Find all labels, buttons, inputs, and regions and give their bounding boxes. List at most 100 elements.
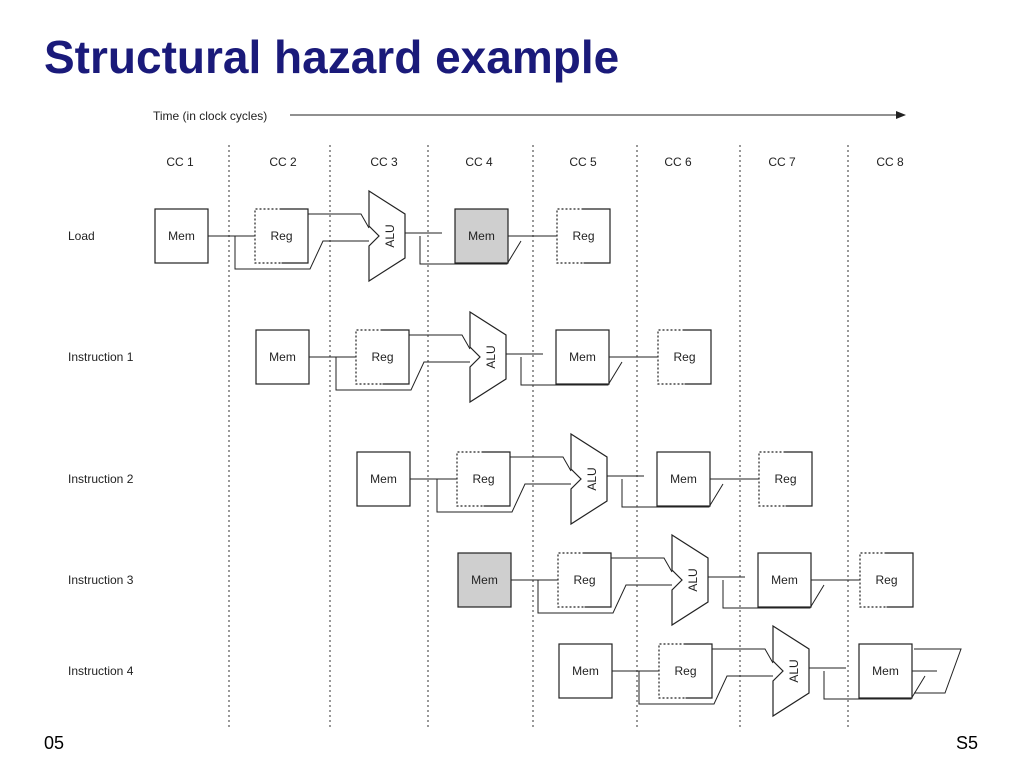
register-unit-label: Reg	[674, 664, 696, 678]
register-read-half	[684, 329, 712, 385]
alu-unit	[570, 432, 608, 526]
clock-cycle-label: CC 2	[269, 155, 297, 169]
datapath-wire	[419, 236, 522, 265]
footer-left-text: 05	[44, 733, 65, 753]
memory-unit-label: Mem	[572, 664, 599, 678]
memory-unit	[255, 329, 310, 385]
memory-unit-label: Mem	[670, 472, 697, 486]
alu-unit-label: ALU	[686, 568, 700, 591]
alu-unit	[772, 624, 810, 718]
memory-unit	[454, 208, 509, 264]
register-write-half	[254, 208, 282, 264]
register-unit-label: Reg	[472, 472, 494, 486]
datapath-wire	[436, 479, 571, 513]
alu-unit-label: ALU	[484, 345, 498, 368]
clock-cycle-label: CC 5	[569, 155, 597, 169]
register-unit	[557, 209, 610, 263]
datapath-wire	[537, 580, 672, 614]
slide-title: Structural hazard example	[44, 31, 620, 83]
clock-cycle-label: CC 7	[768, 155, 796, 169]
alu-unit	[671, 533, 709, 627]
clock-cycle-label: CC 3	[370, 155, 398, 169]
datapath-wire	[712, 648, 774, 664]
clock-cycle-label: CC 1	[166, 155, 194, 169]
instruction-row: Instruction 2 Mem Reg ALU Mem Reg	[68, 432, 813, 526]
instruction-label: Load	[68, 229, 95, 243]
memory-unit-label: Mem	[168, 229, 195, 243]
register-unit-label: Reg	[774, 472, 796, 486]
time-axis-label: Time (in clock cycles)	[153, 109, 267, 123]
instruction-row: Instruction 1 Mem Reg ALU Mem Reg	[68, 310, 712, 404]
register-unit-label: Reg	[270, 229, 292, 243]
memory-unit	[656, 451, 711, 507]
register-unit-label: Reg	[673, 350, 695, 364]
register-write-half	[456, 451, 484, 507]
register-read-half	[382, 329, 410, 385]
register-unit	[255, 209, 308, 263]
datapath-wire	[409, 334, 471, 350]
memory-unit	[555, 329, 610, 385]
datapath-wire	[823, 671, 926, 700]
clock-cycle-label: CC 4	[465, 155, 493, 169]
datapath-wire	[308, 213, 370, 229]
register-write-half	[758, 451, 786, 507]
register-unit-label: Reg	[371, 350, 393, 364]
instruction-row: Load Mem Reg ALU Mem Reg	[68, 189, 611, 283]
instruction-label: Instruction 1	[68, 350, 134, 364]
datapath-wire	[722, 580, 825, 609]
register-read-half	[281, 208, 309, 264]
memory-unit	[154, 208, 209, 264]
slide-number: S5	[955, 733, 978, 753]
datapath-wire	[510, 456, 572, 472]
alu-unit-label: ALU	[787, 659, 801, 682]
register-write-half	[859, 552, 887, 608]
instruction-label: Instruction 2	[68, 472, 134, 486]
memory-unit-label: Mem	[468, 229, 495, 243]
memory-unit-label: Mem	[569, 350, 596, 364]
datapath-wire	[520, 357, 623, 386]
register-unit-label: Reg	[875, 573, 897, 587]
memory-unit-label: Mem	[471, 573, 498, 587]
memory-unit	[858, 643, 913, 699]
register-write-half	[657, 329, 685, 385]
register-unit	[658, 330, 711, 384]
memory-unit-label: Mem	[771, 573, 798, 587]
instruction-row: Instruction 3 Mem Reg ALU Mem Reg	[68, 533, 914, 627]
register-unit	[558, 553, 611, 607]
register-unit-label: Reg	[572, 229, 594, 243]
register-read-half	[785, 451, 813, 507]
instruction-label: Instruction 4	[68, 664, 134, 678]
datapath-wire	[234, 236, 369, 270]
register-write-half	[557, 552, 585, 608]
register-unit	[457, 452, 510, 506]
memory-unit-label: Mem	[269, 350, 296, 364]
register-read-half	[583, 208, 611, 264]
memory-unit	[356, 451, 411, 507]
alu-unit-label: ALU	[585, 467, 599, 490]
datapath-wire	[621, 479, 724, 508]
register-write-half	[355, 329, 383, 385]
alu-unit-label: ALU	[383, 224, 397, 247]
memory-unit-label: Mem	[370, 472, 397, 486]
datapath-wire	[611, 557, 673, 573]
register-write-half	[556, 208, 584, 264]
register-unit	[759, 452, 812, 506]
alu-unit	[469, 310, 507, 404]
memory-unit	[558, 643, 613, 699]
instruction-label: Instruction 3	[68, 573, 134, 587]
register-read-half	[886, 552, 914, 608]
register-write-half	[658, 643, 686, 699]
datapath-wire	[335, 357, 470, 391]
register-unit-label: Reg	[573, 573, 595, 587]
alu-unit	[368, 189, 406, 283]
memory-unit-label: Mem	[872, 664, 899, 678]
instruction-row: Instruction 4 Mem Reg ALU Mem	[68, 624, 962, 718]
register-read-half	[584, 552, 612, 608]
clock-cycle-label: CC 6	[664, 155, 692, 169]
datapath-wire	[638, 671, 773, 705]
register-unit	[659, 644, 712, 698]
register-unit	[860, 553, 913, 607]
